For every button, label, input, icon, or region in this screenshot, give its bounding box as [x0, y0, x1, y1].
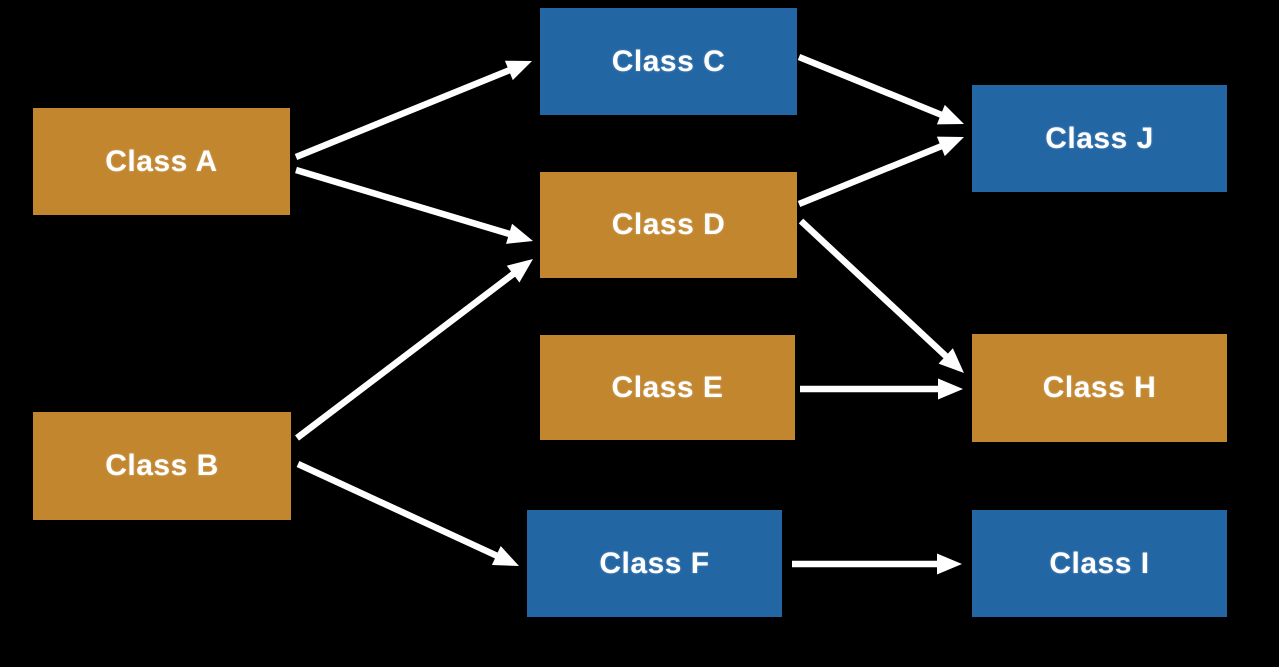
edge-d-j [797, 140, 949, 208]
edge-a-d [295, 166, 517, 239]
edge-c-j [797, 53, 949, 121]
arrowhead-a-c [504, 60, 532, 81]
edge-a-c [294, 64, 517, 161]
arrowhead-e-h [938, 378, 963, 400]
node-label-class-i: Class I [1049, 546, 1150, 580]
node-label-class-d: Class D [611, 208, 726, 241]
node-label-class-f: Class F [599, 546, 710, 580]
node-class-a: Class A [33, 108, 290, 215]
arrowhead-f-i [937, 553, 962, 575]
node-label-class-a: Class A [105, 144, 218, 178]
arrowhead-b-d [506, 259, 533, 283]
node-class-i: Class I [972, 510, 1227, 617]
node-label-class-h: Class H [1042, 371, 1157, 404]
node-class-j: Class J [972, 85, 1227, 192]
node-label-class-e: Class E [611, 370, 724, 404]
edge-b-f [296, 461, 505, 562]
node-label-class-b: Class B [105, 449, 219, 482]
edge-b-d [295, 267, 521, 441]
arrowhead-b-f [491, 545, 519, 566]
node-label-class-c: Class C [611, 44, 726, 78]
node-label-class-j: Class J [1045, 121, 1154, 155]
arrowhead-d-h [938, 348, 964, 373]
arrowhead-a-d [506, 223, 533, 244]
node-class-e: Class E [540, 335, 795, 440]
node-class-b: Class B [33, 412, 291, 520]
arrowhead-c-j [936, 104, 964, 125]
edge-d-h [798, 218, 954, 364]
node-class-c: Class C [540, 8, 797, 115]
node-class-d: Class D [540, 172, 797, 278]
node-class-h: Class H [972, 334, 1227, 442]
node-class-f: Class F [527, 510, 782, 617]
arrowhead-d-j [936, 136, 964, 157]
